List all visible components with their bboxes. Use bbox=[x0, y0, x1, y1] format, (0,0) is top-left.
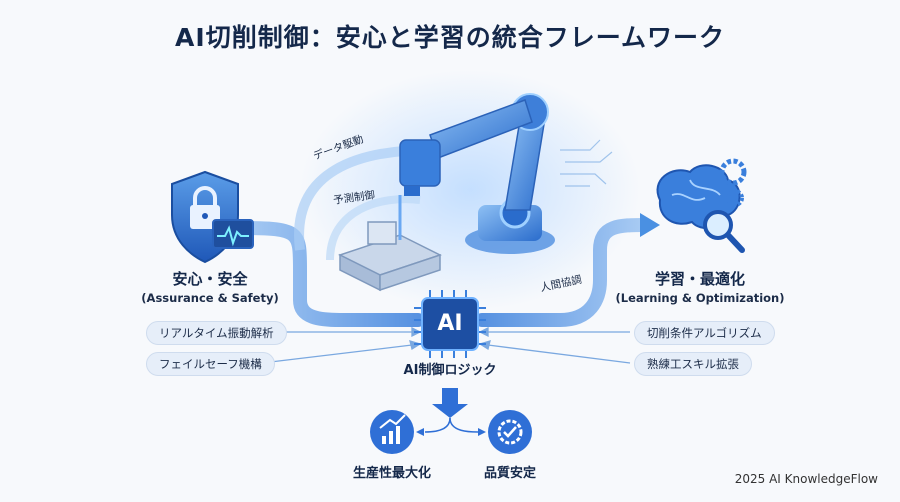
left-title: 安心・安全 bbox=[172, 270, 248, 288]
right-flow-path bbox=[475, 218, 652, 327]
ai-chip-icon bbox=[414, 290, 486, 358]
down-arrow-icon bbox=[432, 388, 468, 418]
monitor-waveform-icon bbox=[212, 219, 254, 249]
growth-chart-icon bbox=[370, 410, 414, 454]
right-flow-arrow bbox=[640, 213, 660, 237]
right-item-algorithm: 切削条件アルゴリズム bbox=[634, 321, 775, 345]
quality-gear-icon bbox=[488, 410, 532, 454]
output-productivity: 生産性最大化 bbox=[352, 466, 431, 481]
upper-flow-2 bbox=[326, 195, 421, 261]
right-item-skill: 熟練工スキル拡張 bbox=[634, 352, 752, 376]
left-subtitle: (Assurance & Safety) bbox=[141, 291, 279, 305]
left-flow-path bbox=[228, 221, 425, 327]
right-title: 学習・最適化 bbox=[654, 270, 745, 288]
robot-arm-icon bbox=[399, 93, 555, 254]
magnifier-icon bbox=[703, 210, 745, 253]
left-item-vibration: リアルタイム振動解析 bbox=[146, 321, 287, 345]
center-logic-label: AI制御ロジック bbox=[403, 363, 497, 378]
page-title: AI切削制御：安心と学習の統合フレームワーク bbox=[175, 23, 725, 52]
left-section-label: 安心・安全 (Assurance & Safety) bbox=[140, 268, 280, 305]
workpiece-icon bbox=[338, 195, 442, 292]
output-quality: 品質安定 bbox=[483, 466, 536, 481]
right-subtitle: (Learning & Optimization) bbox=[615, 291, 785, 305]
left-item-failsafe: フェイルセーフ機構 bbox=[146, 352, 275, 376]
footer-credit: 2025 AI KnowledgeFlow bbox=[734, 472, 878, 486]
right-section-label: 学習・最適化 (Learning & Optimization) bbox=[605, 268, 795, 305]
ai-chip-label: AI bbox=[437, 311, 463, 336]
